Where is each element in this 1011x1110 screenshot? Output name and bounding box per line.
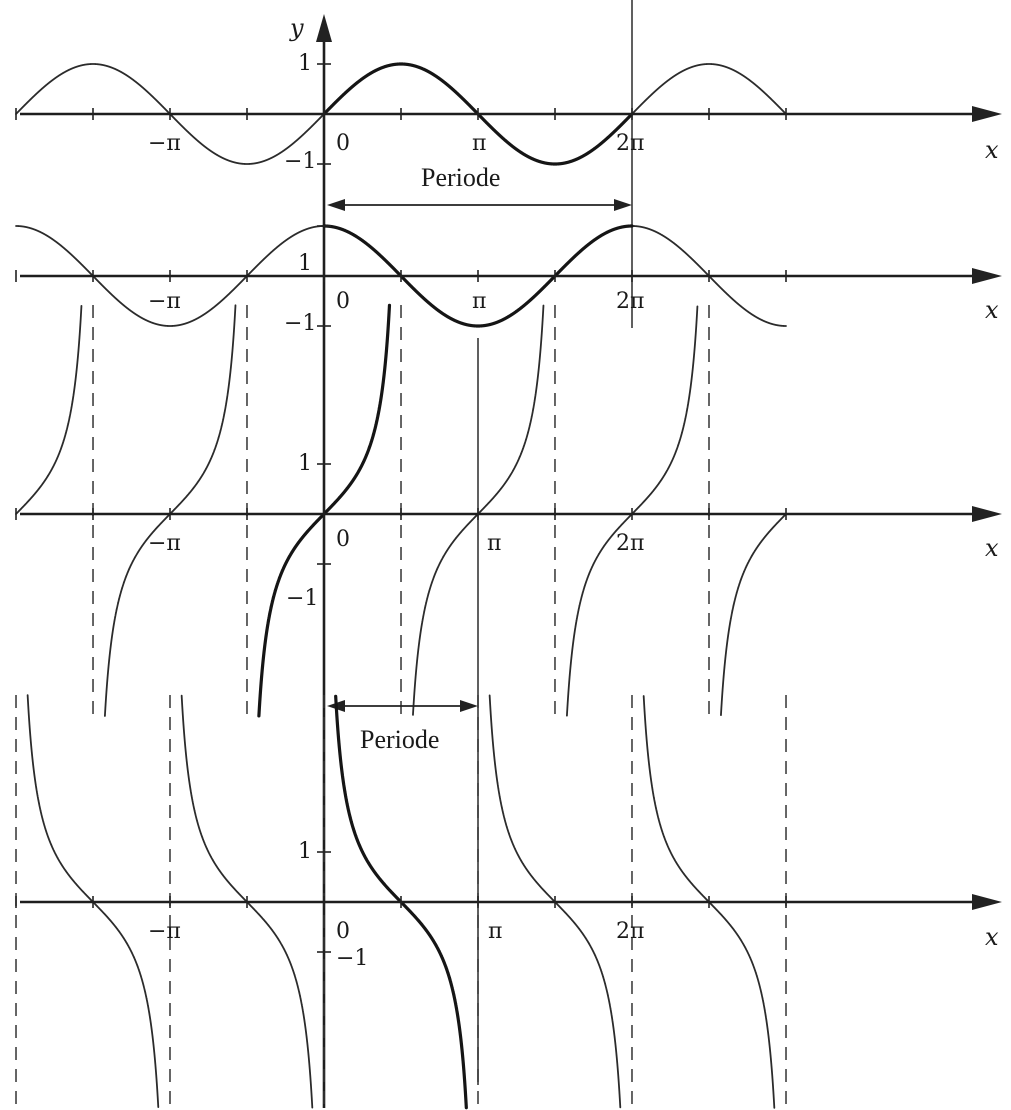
period-arrow-sin-left-head — [327, 199, 345, 211]
cot-ticks — [15, 851, 787, 953]
cot-xtick-neg-pi: −π — [148, 919, 181, 944]
cot-origin-label: 0 — [336, 919, 350, 944]
tan-xtick-neg-pi: −π — [148, 531, 181, 556]
cot-x-axis-label: x — [985, 923, 999, 951]
sin-ytick-neg1: −1 — [284, 149, 316, 174]
tan-x-axis-label: x — [985, 534, 999, 562]
panel-tan: 1 −1 0 −π π 2π x — [15, 303, 1002, 718]
sin-ticks — [15, 63, 787, 165]
cot-x-axis-arrowhead — [972, 894, 1002, 910]
cot-ytick-1: 1 — [298, 839, 312, 864]
cos-curve-bold — [322, 224, 634, 328]
sin-xtick-two-pi: 2π — [616, 131, 644, 156]
tan-ytick-neg1: −1 — [286, 586, 318, 611]
cos-ytick-1: 1 — [298, 251, 312, 276]
cot-xtick-two-pi: 2π — [616, 919, 644, 944]
cot-ytick-neg1: −1 — [336, 946, 368, 971]
panel-cos: 1 −1 0 −π π 2π x — [15, 224, 1002, 336]
tan-ticks — [15, 463, 787, 565]
cos-x-axis-label: x — [985, 296, 999, 324]
cos-xtick-two-pi: 2π — [616, 289, 644, 314]
period-arrow-sin-right-head — [614, 199, 632, 211]
panel-cot: 1 −1 0 −π π 2π x — [15, 694, 1002, 1110]
sin-ytick-1: 1 — [298, 51, 312, 76]
tan-xtick-pi: π — [487, 531, 501, 556]
sin-xtick-pi: π — [472, 131, 486, 156]
tan-xtick-two-pi: 2π — [616, 531, 644, 556]
tan-ytick-1: 1 — [298, 451, 312, 476]
cos-x-axis-arrowhead — [972, 268, 1002, 284]
period-label-sin: Periode — [421, 163, 500, 192]
y-axis-arrowhead — [316, 14, 332, 42]
sin-x-axis-arrowhead — [972, 106, 1002, 122]
sin-origin-label: 0 — [336, 131, 350, 156]
panel-sin: 1 −1 0 −π π 2π x — [15, 51, 1002, 174]
sin-x-axis-label: x — [985, 136, 999, 164]
tan-x-axis-arrowhead — [972, 506, 1002, 522]
sin-xtick-neg-pi: −π — [148, 131, 181, 156]
y-axis-label: y — [289, 14, 304, 42]
period-label-tan: Periode — [360, 725, 439, 754]
cos-xtick-pi: π — [472, 289, 486, 314]
cos-origin-label: 0 — [336, 289, 350, 314]
tan-origin-label: 0 — [336, 527, 350, 552]
cos-ticks — [15, 225, 787, 327]
cot-xtick-pi: π — [488, 919, 502, 944]
period-arrow-tan-right-head — [460, 700, 478, 712]
cos-xtick-neg-pi: −π — [148, 289, 181, 314]
cos-ytick-neg1: −1 — [284, 311, 316, 336]
